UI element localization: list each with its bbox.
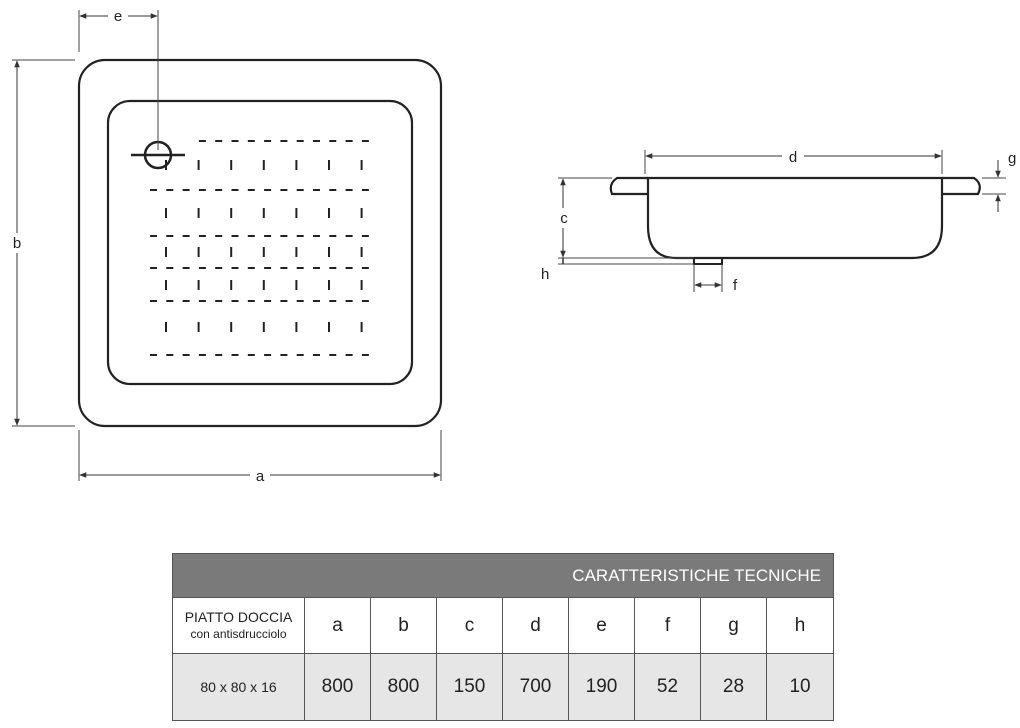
column-header: h bbox=[765, 597, 835, 654]
tray-outer-outline bbox=[77, 58, 443, 428]
tray-basin-outline bbox=[106, 99, 414, 386]
column-header: c bbox=[436, 597, 503, 654]
rim-left bbox=[609, 176, 648, 196]
dimension-label-a: a bbox=[256, 468, 265, 485]
antislip-pattern bbox=[150, 140, 369, 356]
column-header: e bbox=[568, 597, 635, 654]
column-header: a bbox=[304, 597, 371, 654]
dimension-label-b: b bbox=[13, 235, 21, 252]
value-cell: 10 bbox=[765, 653, 835, 721]
dimension-a: a bbox=[78, 430, 442, 485]
dimension-e: e bbox=[78, 8, 159, 150]
table-row: 80 x 80 x 16 800 800 150 700 190 52 28 1… bbox=[172, 653, 835, 721]
value-cell: 800 bbox=[304, 653, 371, 721]
value-cell: 190 bbox=[568, 653, 635, 721]
column-header: f bbox=[634, 597, 701, 654]
table-title: CARATTERISTICHE TECNICHE bbox=[171, 553, 835, 598]
dimension-label-e: e bbox=[114, 8, 122, 25]
label-header-line1: PIATTO DOCCIA bbox=[184, 608, 293, 625]
dimension-label-h: h bbox=[541, 266, 549, 283]
dimension-d: d bbox=[644, 147, 943, 174]
dimension-f: f bbox=[693, 264, 738, 294]
dimension-c: c bbox=[555, 177, 694, 259]
value-cell: 800 bbox=[370, 653, 437, 721]
dimension-label-g: g bbox=[1008, 150, 1016, 167]
top-view: e b a bbox=[8, 8, 443, 485]
column-header: d bbox=[502, 597, 569, 654]
value-cell: 150 bbox=[436, 653, 503, 721]
table-title-row: CARATTERISTICHE TECNICHE bbox=[171, 553, 835, 598]
table-header-row: PIATTO DOCCIA con antisdrucciolo a b c d… bbox=[172, 597, 835, 654]
rim-right bbox=[942, 176, 981, 196]
value-cell: 52 bbox=[634, 653, 701, 721]
drain-outlet bbox=[693, 257, 723, 265]
technical-specs-table: CARATTERISTICHE TECNICHE PIATTO DOCCIA c… bbox=[171, 553, 835, 721]
value-cell: 28 bbox=[700, 653, 767, 721]
dimension-g: g bbox=[982, 150, 1016, 212]
dimension-label-c: c bbox=[560, 210, 568, 227]
column-header: g bbox=[700, 597, 767, 654]
dimension-label-d: d bbox=[789, 149, 797, 166]
dimension-b: b bbox=[8, 59, 75, 427]
model-cell: 80 x 80 x 16 bbox=[172, 653, 305, 721]
label-header-cell: PIATTO DOCCIA con antisdrucciolo bbox=[172, 597, 305, 654]
dimension-h: h bbox=[541, 258, 694, 283]
label-header-line2: con antisdrucciolo bbox=[190, 626, 287, 641]
side-section: d g c h f bbox=[541, 147, 1016, 294]
tray-section-outline bbox=[646, 176, 944, 260]
value-cell: 700 bbox=[502, 653, 569, 721]
column-header: b bbox=[370, 597, 437, 654]
dimension-label-f: f bbox=[733, 277, 738, 294]
